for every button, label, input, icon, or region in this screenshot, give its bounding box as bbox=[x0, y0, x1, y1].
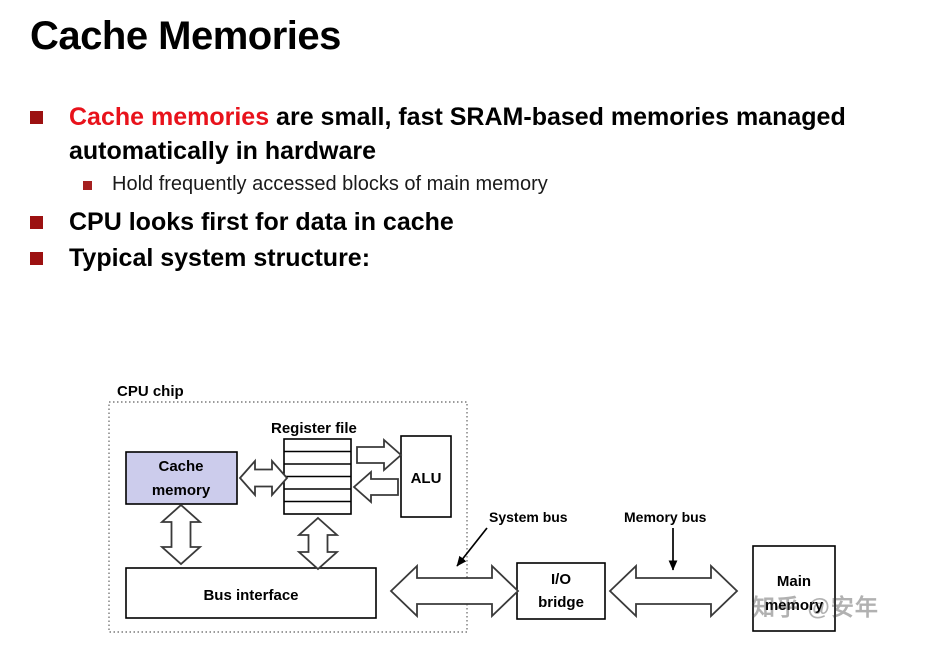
bullet-list: Cache memories are small, fast SRAM-base… bbox=[30, 100, 890, 277]
alu-box bbox=[400, 435, 452, 518]
system-bus-double-arrow bbox=[389, 563, 520, 619]
io-bridge-label-line2: bridge bbox=[538, 594, 584, 611]
memory-bus-double-arrow bbox=[608, 563, 739, 619]
bullet-text: CPU looks first for data in cache bbox=[69, 208, 454, 236]
register-businterface-double-arrow bbox=[296, 516, 340, 571]
cache-businterface-double-arrow bbox=[159, 503, 203, 566]
register-file-box bbox=[283, 438, 352, 515]
list-item: Cache memories are small, fast SRAM-base… bbox=[30, 100, 890, 168]
cpu-chip-label: CPU chip bbox=[117, 383, 184, 400]
cache-register-double-arrow bbox=[238, 458, 289, 498]
bullet-square-icon bbox=[30, 216, 43, 229]
bullet-rest-text: are small, fast SRAM-based memories mana… bbox=[69, 103, 846, 165]
memory-bus-label: Memory bus bbox=[624, 509, 707, 525]
bullet-text: Cache memories are small, fast SRAM-base… bbox=[69, 100, 890, 168]
watermark: 知乎 @安年 bbox=[752, 594, 879, 620]
register-to-alu-arrow bbox=[356, 438, 403, 472]
bullet-text: Hold frequently accessed blocks of main … bbox=[112, 173, 548, 195]
bullet-accent-text: Cache memories bbox=[69, 103, 270, 131]
list-item: Typical system structure: bbox=[30, 241, 890, 275]
cache-memory-label-line2: memory bbox=[152, 482, 211, 499]
list-item: Hold frequently accessed blocks of main … bbox=[83, 172, 890, 197]
list-item: CPU looks first for data in cache bbox=[30, 205, 890, 239]
bullet-text: Typical system structure: bbox=[69, 244, 371, 272]
io-bridge-box bbox=[516, 562, 606, 620]
system-bus-pointer-arrow bbox=[456, 527, 488, 567]
alu-label: ALU bbox=[411, 470, 442, 487]
system-bus-label: System bus bbox=[489, 509, 568, 525]
io-bridge-label-line1: I/O bbox=[551, 571, 571, 588]
bullet-square-icon bbox=[30, 252, 43, 265]
alu-to-register-arrow bbox=[352, 470, 399, 504]
bullet-square-icon bbox=[30, 111, 43, 124]
cache-memory-box bbox=[125, 451, 238, 505]
bus-interface-box bbox=[125, 567, 377, 619]
cpu-chip-boundary bbox=[108, 401, 468, 633]
cache-memory-label-line1: Cache bbox=[158, 458, 203, 475]
register-file-label: Register file bbox=[271, 420, 357, 437]
bullet-square-icon bbox=[83, 181, 92, 190]
page-title: Cache Memories bbox=[30, 14, 341, 58]
bus-interface-label: Bus interface bbox=[203, 587, 298, 604]
